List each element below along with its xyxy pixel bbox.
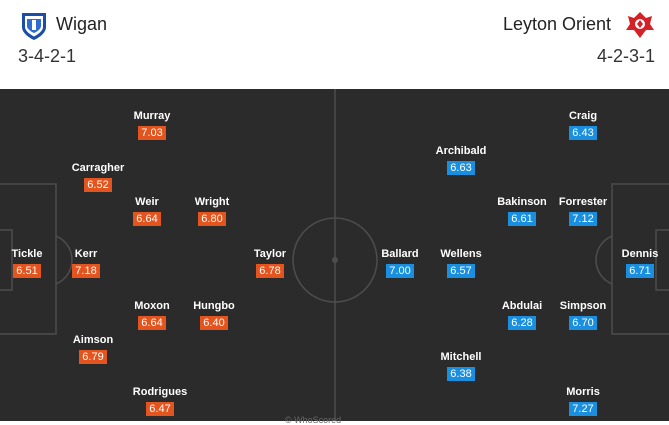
player-name: Kerr: [74, 248, 98, 260]
player-name: Wright: [194, 196, 230, 208]
player-hungbo[interactable]: Hungbo 6.40: [179, 299, 249, 331]
player-rating: 7.18: [72, 264, 100, 278]
player-name: Wellens: [440, 248, 482, 260]
player-name: Carragher: [71, 162, 125, 174]
player-rating: 6.43: [569, 126, 597, 140]
away-team-name[interactable]: Leyton Orient: [502, 14, 611, 34]
player-name: Rodrigues: [132, 386, 188, 398]
player-taylor[interactable]: Taylor 6.78: [235, 247, 305, 279]
player-wellens[interactable]: Wellens 6.57: [426, 247, 496, 279]
pitch-markings: [0, 89, 669, 421]
player-rating: 6.40: [200, 316, 228, 330]
player-rating: 6.47: [146, 402, 174, 416]
match-header: Wigan 3-4-2-1 Leyton Orient 4-2-3-1: [0, 0, 669, 84]
home-team-name[interactable]: Wigan: [56, 14, 108, 34]
player-bakinson[interactable]: Bakinson 6.61: [487, 195, 557, 227]
home-formation: 3-4-2-1: [18, 46, 77, 66]
player-carragher[interactable]: Carragher 6.52: [63, 161, 133, 193]
player-name: Tickle: [11, 248, 43, 260]
player-name: Taylor: [253, 248, 287, 260]
player-mitchell[interactable]: Mitchell 6.38: [426, 350, 496, 382]
player-rating: 6.28: [508, 316, 536, 330]
player-rating: 6.64: [138, 316, 166, 330]
player-morris[interactable]: Morris 7.27: [548, 385, 618, 417]
player-rating: 6.51: [13, 264, 41, 278]
player-rating: 6.80: [198, 212, 226, 226]
player-name: Aimson: [72, 334, 114, 346]
player-rating: 7.27: [569, 402, 597, 416]
player-rating: 6.52: [84, 178, 112, 192]
player-name: Craig: [568, 110, 598, 122]
player-rating: 7.03: [138, 126, 166, 140]
player-rating: 6.70: [569, 316, 597, 330]
pitch: Tickle 6.51 Kerr 7.18 Carragher 6.52 Aim…: [0, 89, 669, 421]
player-wright[interactable]: Wright 6.80: [177, 195, 247, 227]
player-rodrigues[interactable]: Rodrigues 6.47: [125, 385, 195, 417]
player-craig[interactable]: Craig 6.43: [548, 109, 618, 141]
player-name: Mitchell: [440, 351, 482, 363]
player-simpson[interactable]: Simpson 6.70: [548, 299, 618, 331]
player-name: Murray: [133, 110, 171, 122]
player-rating: 6.63: [447, 161, 475, 175]
leyton-orient-crest-icon: [626, 12, 654, 38]
player-forrester[interactable]: Forrester 7.12: [548, 195, 618, 227]
player-rating: 6.61: [508, 212, 536, 226]
player-abdulai[interactable]: Abdulai 6.28: [487, 299, 557, 331]
player-name: Bakinson: [497, 196, 547, 208]
player-rating: 6.71: [626, 264, 654, 278]
player-rating: 6.64: [133, 212, 161, 226]
player-aimson[interactable]: Aimson 6.79: [58, 333, 128, 365]
player-murray[interactable]: Murray 7.03: [117, 109, 187, 141]
player-archibald[interactable]: Archibald 6.63: [426, 144, 496, 176]
player-name: Morris: [566, 386, 600, 398]
player-ballard[interactable]: Ballard 7.00: [365, 247, 435, 279]
player-name: Forrester: [558, 196, 608, 208]
player-dennis[interactable]: Dennis 6.71: [605, 247, 669, 279]
player-rating: 7.00: [386, 264, 414, 278]
player-tickle[interactable]: Tickle 6.51: [0, 247, 62, 279]
player-kerr[interactable]: Kerr 7.18: [51, 247, 121, 279]
player-name: Dennis: [621, 248, 659, 260]
player-name: Simpson: [559, 300, 607, 312]
player-name: Moxon: [134, 300, 170, 312]
wigan-crest-icon: [22, 13, 46, 40]
watermark: © WhoScored: [285, 415, 342, 425]
player-name: Archibald: [435, 145, 487, 157]
player-name: Abdulai: [501, 300, 543, 312]
player-name: Hungbo: [193, 300, 235, 312]
player-rating: 7.12: [569, 212, 597, 226]
player-name: Weir: [135, 196, 159, 208]
player-weir[interactable]: Weir 6.64: [112, 195, 182, 227]
away-formation: 4-2-3-1: [596, 46, 655, 66]
player-rating: 6.38: [447, 367, 475, 381]
player-name: Ballard: [381, 248, 419, 260]
player-moxon[interactable]: Moxon 6.64: [117, 299, 187, 331]
player-rating: 6.79: [79, 350, 107, 364]
player-rating: 6.78: [256, 264, 284, 278]
player-rating: 6.57: [447, 264, 475, 278]
